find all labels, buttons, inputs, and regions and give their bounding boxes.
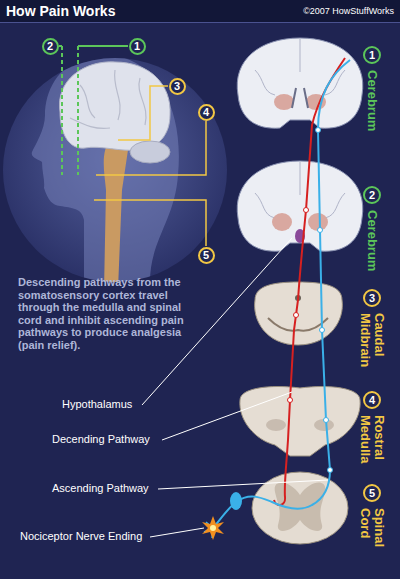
callout-number: 3 [365,291,379,305]
callout-number: 2 [44,40,57,53]
callout-line [96,121,206,175]
callout-circle: 5 [198,247,215,264]
brain-slice [237,161,363,251]
synapse-dot [320,328,325,333]
brain-folds [70,70,146,128]
callout-number: 3 [171,80,184,93]
part-label: Nociceptor Nerve Ending [20,530,142,542]
section-label: Spinal Cord [358,508,386,572]
medulla-slice [240,387,360,457]
thalamus [272,213,292,231]
brainstem [104,138,128,290]
pathway-label: Decending Pathway [52,433,150,445]
leader-line [162,392,292,440]
copyright-note: ©2007 HowStuffWorks [303,6,394,16]
callout-number: 4 [365,393,379,407]
leader-line [150,528,204,537]
description-note: Descending pathways from the somatosenso… [18,276,196,351]
section-plane [77,46,79,175]
synapse-dot [316,128,321,133]
callout-circle: 3 [169,78,186,95]
callout-circle: 4Rostral Medulla [363,391,381,409]
callout-circle: 4 [198,104,215,121]
section-label: Cerebrum [365,210,379,274]
descending-pathway [274,58,345,505]
callout-circle: 2Cerebrum [363,186,381,204]
callout-line [118,86,168,140]
callout-number: 1 [131,40,144,53]
pain-burst-core [210,525,216,531]
ascending-pathway [213,60,350,528]
callout-circle: 5Spinal Cord [363,484,381,502]
callout-number: 5 [200,249,213,262]
basal-ganglia [274,94,294,110]
head-silhouette [32,55,179,290]
section-label: Rostral Medulla [358,415,386,479]
ganglion [230,492,242,510]
title-band [0,0,400,22]
callout-number: 1 [365,48,379,62]
synapse-dot [318,228,323,233]
olive [266,419,286,431]
synapse-dot [328,468,333,473]
callout-circle: 1 [129,38,146,55]
section-plane [61,46,63,175]
pain-burst [202,516,224,540]
part-label: Hypothalamus [62,398,132,410]
callout-number: 4 [200,106,213,119]
title: How Pain Works [6,3,115,19]
synapse-dot [324,418,329,423]
callout-number: 5 [365,486,379,500]
brain-folds [255,38,345,95]
leader-line [158,480,328,489]
synapse-dot [288,398,293,403]
brain [59,62,170,151]
synapse-dot [304,208,309,213]
callout-number: 2 [365,188,379,202]
substantia-nigra [268,318,328,331]
brain-folds [255,161,345,218]
section-label: Cerebrum [365,70,379,134]
brain-slice [237,38,363,128]
pathway-label: Ascending Pathway [52,482,149,494]
title-rule [0,22,400,23]
cerebellum [130,141,170,163]
ventricle [292,88,308,108]
callout-line [94,200,206,246]
callout-line [78,45,128,47]
synapse-dot [294,313,299,318]
callout-circle: 2 [42,38,59,55]
section-label: Caudal Midbrain [358,313,386,377]
callout-circle: 1Cerebrum [363,46,381,64]
callout-circle: 3Caudal Midbrain [363,289,381,307]
